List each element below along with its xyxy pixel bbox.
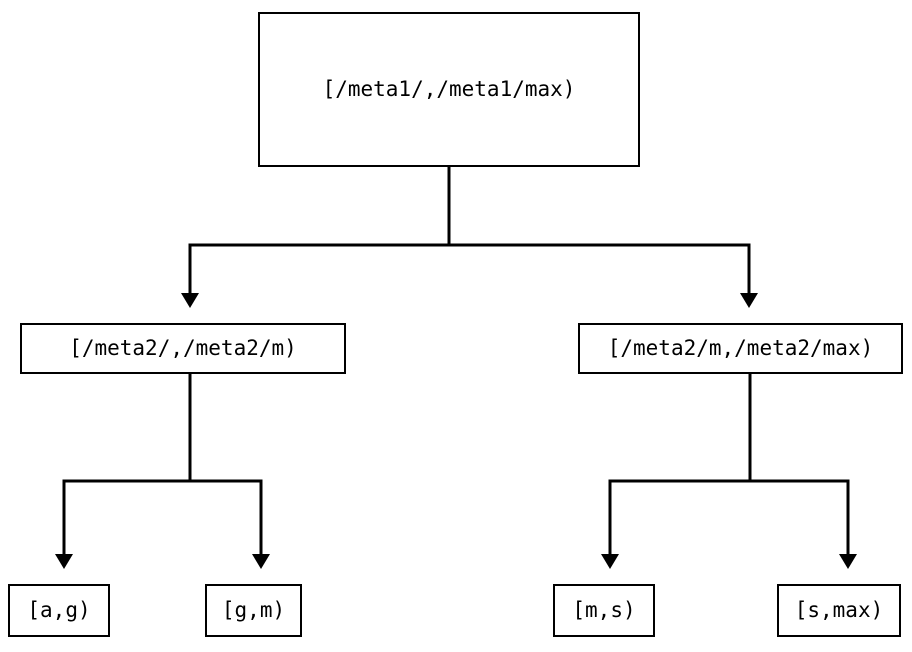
tree-node-root[interactable]: [/meta1/,/meta1/max) [258, 12, 640, 167]
tree-node-leaf-s-max[interactable]: [s,max) [777, 584, 901, 637]
tree-node-mid-left-label: [/meta2/,/meta2/m) [69, 336, 297, 360]
arrowhead-icon [839, 554, 857, 569]
tree-node-leaf-m-s[interactable]: [m,s) [553, 584, 655, 637]
tree-node-leaf-m-s-label: [m,s) [572, 598, 636, 622]
tree-node-mid-right-label: [/meta2/m,/meta2/max) [607, 336, 874, 360]
arrowhead-icon [181, 293, 199, 308]
tree-node-leaf-g-m-label: [g,m) [221, 598, 286, 622]
arrowhead-icon [252, 554, 270, 569]
tree-node-leaf-a-g-label: [a,g) [27, 598, 91, 622]
edge-mid-left-to-leaf-ag [55, 374, 192, 569]
tree-node-leaf-a-g[interactable]: [a,g) [8, 584, 110, 637]
arrowhead-icon [55, 554, 73, 569]
edge-mid-right-to-leaf-ms [601, 374, 752, 569]
tree-node-mid-right[interactable]: [/meta2/m,/meta2/max) [578, 323, 903, 374]
edge-root-to-mid-right [447, 167, 758, 308]
tree-node-root-label: [/meta1/,/meta1/max) [322, 77, 576, 101]
edge-mid-left-to-leaf-gm [188, 374, 270, 569]
tree-node-leaf-s-max-label: [s,max) [794, 598, 884, 622]
tree-node-mid-left[interactable]: [/meta2/,/meta2/m) [20, 323, 346, 374]
edge-root-to-mid-left [181, 167, 451, 308]
edge-mid-right-to-leaf-smax [748, 374, 857, 569]
arrowhead-icon [601, 554, 619, 569]
arrowhead-icon [740, 293, 758, 308]
tree-node-leaf-g-m[interactable]: [g,m) [205, 584, 302, 637]
